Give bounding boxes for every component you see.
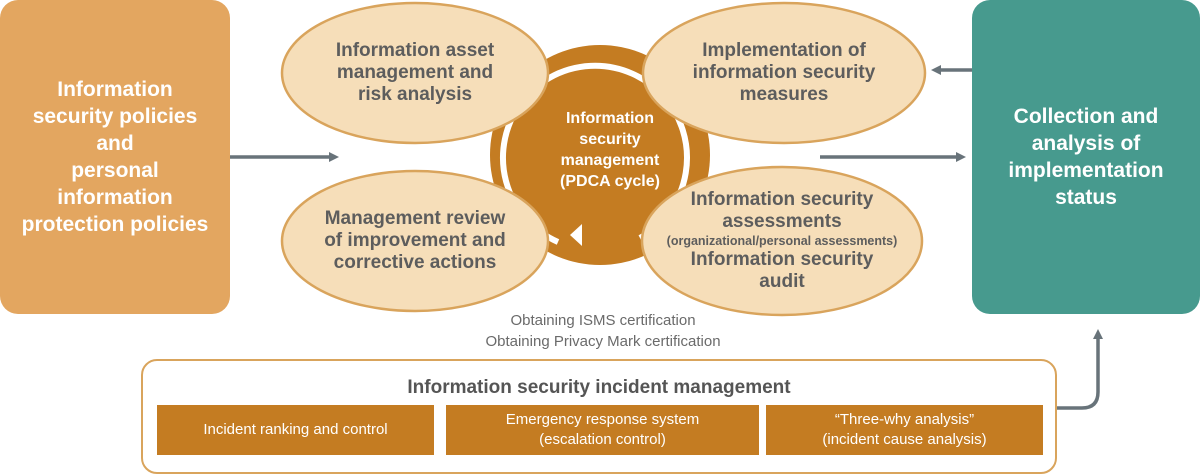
oval-management-review bbox=[280, 169, 550, 313]
privacy-mark-certification: Obtaining Privacy Mark certification bbox=[485, 333, 721, 350]
pdca-cycle-arrowhead bbox=[570, 224, 582, 246]
oval-implementation bbox=[641, 1, 927, 145]
asset-management-label: Information asset management and risk an… bbox=[335, 40, 495, 105]
implementation-label: Implementation of information security m… bbox=[692, 40, 876, 105]
assessments-title: Information security assessments bbox=[690, 189, 874, 232]
arrow-incident-to-collection bbox=[1057, 329, 1103, 410]
oval-assessments bbox=[640, 165, 924, 317]
incident-ranking-box: Incident ranking and control bbox=[157, 405, 434, 455]
collection-analysis-box: Collection and analysis of implementatio… bbox=[972, 0, 1200, 314]
incident-management-box: Information security incident management bbox=[141, 359, 1057, 474]
pdca-cycle-arrow-ring bbox=[500, 62, 690, 245]
oval-asset-management bbox=[280, 1, 550, 145]
incident-management-title: Information security incident management bbox=[407, 377, 791, 398]
three-why-analysis-box: “Three-why analysis” (incident cause ana… bbox=[766, 405, 1043, 455]
policies-box: Information security policies and person… bbox=[0, 0, 230, 314]
audit-title: Information security audit bbox=[690, 249, 874, 292]
pdca-center-label: Information security management (PDCA cy… bbox=[560, 110, 660, 190]
assessments-subtitle: (organizational/personal assessments) bbox=[666, 234, 898, 248]
certifications: Obtaining ISMS certification Obtaining P… bbox=[430, 310, 776, 352]
assessments-audit-label: Information security assessments (organi… bbox=[642, 170, 922, 312]
isms-certification: Obtaining ISMS certification bbox=[510, 312, 696, 329]
emergency-response-box: Emergency response system (escalation co… bbox=[446, 405, 759, 455]
management-review-label: Management review of improvement and cor… bbox=[324, 208, 506, 273]
